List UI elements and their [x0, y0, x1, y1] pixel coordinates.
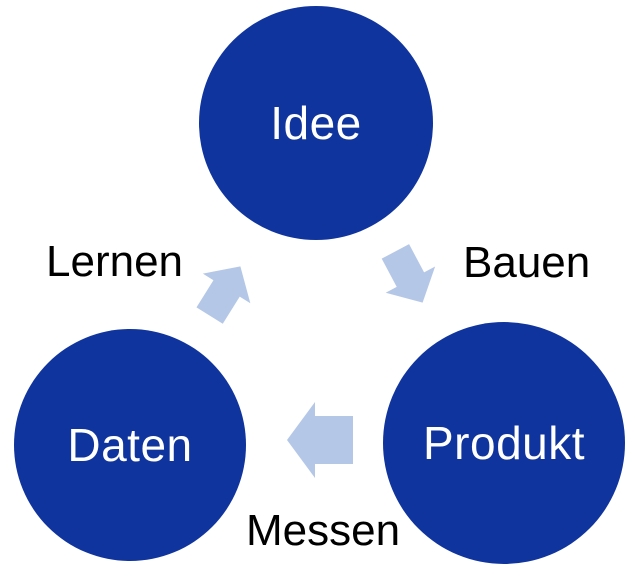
node-produkt: Produkt [383, 322, 625, 564]
messen-arrow-left-icon [287, 402, 353, 478]
node-produkt-label: Produkt [422, 417, 586, 469]
edge-label-messen: Messen [246, 506, 401, 555]
edge-label-bauen: Bauen [463, 238, 591, 287]
node-idee: Idee [199, 6, 433, 240]
edge-label-lernen: Lernen [46, 237, 184, 286]
node-daten: Daten [14, 329, 246, 561]
bauen-arrow-down-right-icon [381, 244, 436, 303]
lernen-arrow-up-right-icon [196, 266, 251, 324]
node-daten-label: Daten [67, 419, 193, 471]
node-idee-label: Idee [270, 97, 362, 149]
